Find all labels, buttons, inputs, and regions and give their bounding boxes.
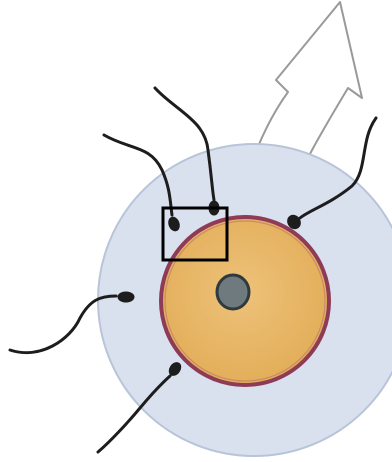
nucleus — [217, 275, 249, 309]
